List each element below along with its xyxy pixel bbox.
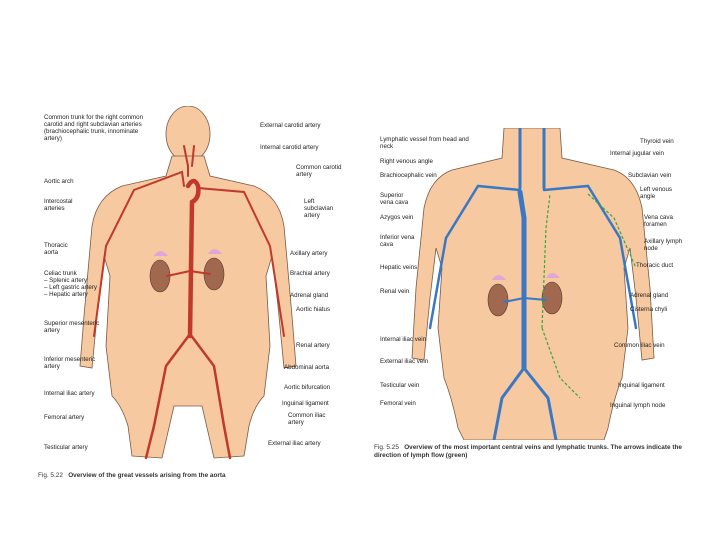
label-external-carotid: External carotid artery xyxy=(260,122,340,129)
label-renal-vein: Renal vein xyxy=(380,288,409,295)
left-caption-text: Overview of the great vessels arising fr… xyxy=(68,472,225,479)
label-renal-artery: Renal artery xyxy=(296,342,330,349)
label-brachiocephalic-trunk: Common trunk for the right common caroti… xyxy=(44,114,154,142)
label-thoracic-aorta: Thoracic aorta xyxy=(44,242,80,256)
label-left-subclavian: Left subclavian artery xyxy=(304,198,342,219)
left-caption: Fig. 5.22 Overview of the great vessels … xyxy=(38,472,348,480)
right-fig-kidney-right xyxy=(542,282,562,314)
label-right-venous-angle: Right venous angle xyxy=(380,158,433,165)
right-fig-kidney-left xyxy=(488,284,508,316)
label-celiac-trunk: Celiac trunk – Splenic artery – Left gas… xyxy=(44,270,126,298)
label-axillary-lymph-node: Axillary lymph node xyxy=(644,238,684,252)
label-common-iliac: Common iliac artery xyxy=(288,412,340,426)
label-internal-jugular-vein: Internal jugular vein xyxy=(610,150,664,157)
label-thyroid-vein: Thyroid vein xyxy=(640,138,674,145)
label-inguinal-lymph-node: Inguinal lymph node xyxy=(610,402,665,409)
label-aortic-hiatus: Aortic hiatus xyxy=(296,306,330,313)
label-femoral-vein: Femoral vein xyxy=(380,400,416,407)
label-intercostal-arteries: Intercostal arteries xyxy=(44,198,84,212)
label-adrenal-gland-right: Adrenal gland xyxy=(630,292,668,299)
label-external-iliac-vein: External iliac vein xyxy=(380,358,428,365)
label-aortic-arch: Aortic arch xyxy=(44,178,74,185)
veins-figure: Lymphatic vessel from head and neck Righ… xyxy=(374,128,690,440)
label-testicular-vein: Testicular vein xyxy=(380,382,419,389)
label-azygos-vein: Azygos vein xyxy=(380,214,413,221)
arteries-figure: Common trunk for the right common caroti… xyxy=(34,106,346,484)
right-caption-number: Fig. 5.25 xyxy=(374,444,399,451)
label-inguinal-ligament-right: Inguinal ligament xyxy=(618,382,665,389)
label-brachiocephalic-vein: Brachiocephalic vein xyxy=(380,172,437,179)
label-common-iliac-vein: Common iliac vein xyxy=(614,342,665,349)
label-inferior-mesenteric: Inferior mesenteric artery xyxy=(44,356,100,370)
label-internal-iliac-artery: Internal iliac artery xyxy=(44,390,95,397)
label-aortic-bifurcation: Aortic bifurcation xyxy=(284,384,330,391)
left-caption-number: Fig. 5.22 xyxy=(38,472,63,479)
label-inguinal-ligament: Inguinal ligament xyxy=(282,400,329,407)
label-abdominal-aorta: Abdominal aorta xyxy=(284,364,329,371)
right-caption-text: Overview of the most important central v… xyxy=(374,444,682,459)
label-common-carotid: Common carotid artery xyxy=(296,164,342,178)
label-lymphatic-vessel: Lymphatic vessel from head and neck xyxy=(380,136,480,150)
label-internal-iliac-vein: Internal iliac vein xyxy=(380,336,426,343)
label-superior-vena-cava: Superior vena cava xyxy=(380,192,416,206)
label-cisterna-chyli: Cisterna chyli xyxy=(630,306,667,313)
label-thoracic-duct: Thoracic duct xyxy=(636,262,673,269)
label-external-iliac: External iliac artery xyxy=(268,440,344,447)
label-femoral-artery: Femoral artery xyxy=(44,414,84,421)
label-internal-carotid: Internal carotid artery xyxy=(260,144,340,151)
label-left-venous-angle: Left venous angle xyxy=(640,186,684,200)
label-brachial-artery: Brachial artery xyxy=(290,270,330,277)
label-adrenal-gland: Adrenal gland xyxy=(290,292,328,299)
label-testicular-artery: Testicular artery xyxy=(44,444,88,451)
label-vena-cava-foramen: Vena cava foramen xyxy=(644,214,684,228)
label-hepatic-veins: Hepatic veins xyxy=(380,264,417,271)
right-caption: Fig. 5.25 Overview of the most important… xyxy=(374,444,690,460)
label-inferior-vena-cava: Inferior vena cava xyxy=(380,234,416,248)
label-superior-mesenteric: Superior mesenteric artery xyxy=(44,320,104,334)
label-subclavian-vein: Subclavian vein xyxy=(628,172,671,179)
label-axillary-artery: Axillary artery xyxy=(290,250,327,257)
